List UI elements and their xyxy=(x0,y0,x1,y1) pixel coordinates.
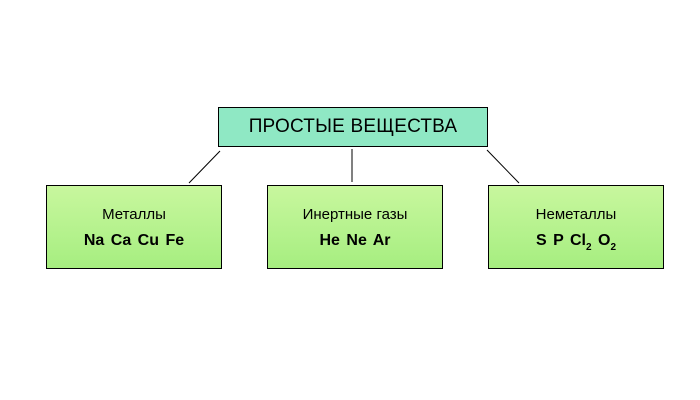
element-symbol: Ca xyxy=(110,232,132,249)
category-box-metals: Металлы Na Ca Cu Fe xyxy=(46,185,222,269)
element-symbol: S xyxy=(536,232,547,249)
category-members: Na Ca Cu Fe xyxy=(47,232,221,250)
element-symbol: Cu xyxy=(137,232,159,249)
element-symbol: Cl xyxy=(569,232,586,249)
element-symbol: Na xyxy=(83,232,105,249)
connector-line-metals xyxy=(188,150,221,184)
category-members: He Ne Ar xyxy=(268,232,442,250)
element-formula: O2 xyxy=(597,232,616,253)
connector-line-nonmetals xyxy=(486,149,520,184)
root-node: ПРОСТЫЕ ВЕЩЕСТВА xyxy=(218,107,488,147)
category-box-nonmetals: Неметаллы S P Cl2 O2 xyxy=(488,185,664,269)
subscript: 2 xyxy=(610,242,616,253)
category-label: Металлы xyxy=(102,206,166,223)
category-label: Инертные газы xyxy=(302,206,408,223)
element-symbol: He xyxy=(319,232,340,249)
subscript: 2 xyxy=(585,242,592,253)
element-symbol: Ar xyxy=(372,232,391,249)
category-box-inert-gases: Инертные газы He Ne Ar xyxy=(267,185,443,269)
element-formula: Cl2 xyxy=(569,232,592,253)
root-title: ПРОСТЫЕ ВЕЩЕСТВА xyxy=(248,116,458,137)
element-symbol: Ne xyxy=(346,232,367,249)
category-label: Неметаллы xyxy=(535,206,617,223)
category-members: S P Cl2 O2 xyxy=(489,232,663,253)
element-symbol: O xyxy=(597,232,611,249)
element-symbol: Fe xyxy=(165,232,185,249)
element-symbol: P xyxy=(553,232,564,249)
